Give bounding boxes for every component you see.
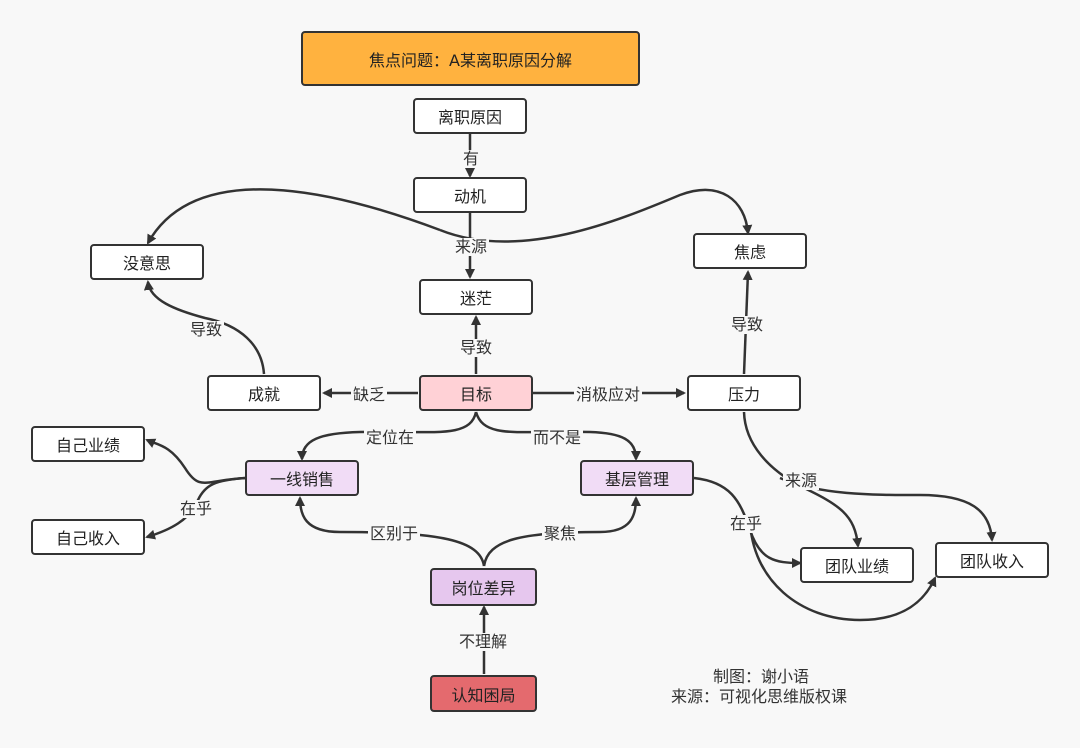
node-anxiety-label: 焦虑: [733, 243, 766, 262]
edge-role-sales: [295, 496, 486, 567]
node-confusion[interactable]: 迷茫: [419, 279, 533, 315]
focus-question-box: 焦点问题：A某离职原因分解: [301, 31, 640, 86]
edge-label-has: 有: [461, 149, 482, 168]
node-pressure-label: 压力: [727, 385, 760, 404]
node-own-performance[interactable]: 自己业绩: [31, 426, 145, 462]
edge-wave-left: [146, 188, 441, 245]
node-own-income-label: 自己收入: [55, 529, 120, 548]
edge-label-source-1: 来源: [453, 237, 490, 256]
node-grassroots-mgmt[interactable]: 基层管理: [580, 460, 694, 496]
edge-label-care-2: 在乎: [728, 514, 765, 533]
edge-label-positioned: 定位在: [364, 428, 417, 447]
node-achievement-label: 成就: [247, 385, 280, 404]
node-frontline-sales[interactable]: 一线销售: [245, 460, 359, 496]
edge-label-not-understand: 不理解: [457, 632, 510, 651]
node-no-meaning[interactable]: 没意思: [90, 244, 204, 280]
node-motive-label: 动机: [453, 187, 486, 206]
node-team-performance[interactable]: 团队业绩: [800, 547, 914, 583]
node-goal-label: 目标: [459, 385, 492, 404]
focus-question-text: 焦点问题：A某离职原因分解: [369, 50, 572, 70]
edge-label-leads-2: 导致: [458, 338, 495, 357]
edge-label-negative: 消极应对: [574, 385, 643, 404]
edge-label-leads-3: 导致: [729, 315, 766, 334]
node-own-performance-label: 自己业绩: [55, 436, 120, 455]
node-grassroots-mgmt-label: 基层管理: [604, 470, 669, 489]
edge-label-leads-1: 导致: [188, 320, 225, 339]
edge-achievement-nomeaning: [143, 280, 266, 375]
edge-role-mgmt: [482, 496, 641, 567]
edge-label-not: 而不是: [531, 428, 584, 447]
edge-sales-ownperf: [145, 438, 247, 484]
node-team-income-label: 团队收入: [959, 552, 1024, 571]
node-team-performance-label: 团队业绩: [824, 557, 889, 576]
edge-label-focus: 聚焦: [542, 524, 579, 543]
node-anxiety[interactable]: 焦虑: [693, 233, 807, 269]
credit-source: 来源：可视化思维版权课: [671, 687, 848, 706]
edge-label-source-2: 来源: [783, 471, 820, 490]
node-own-income[interactable]: 自己收入: [31, 519, 145, 555]
node-team-income[interactable]: 团队收入: [935, 542, 1049, 578]
edge-mgmt-teamincome: [748, 519, 937, 622]
node-pressure[interactable]: 压力: [687, 375, 801, 411]
node-goal[interactable]: 目标: [419, 375, 533, 411]
edge-label-lacks: 缺乏: [351, 385, 388, 404]
node-cognitive-dilemma[interactable]: 认知困局: [430, 675, 537, 712]
node-cognitive-dilemma-label: 认知困局: [451, 685, 516, 705]
edge-label-differ: 区别于: [368, 524, 421, 543]
edge-label-care-1: 在乎: [178, 499, 215, 518]
node-frontline-sales-label: 一线销售: [269, 470, 334, 489]
node-role-difference[interactable]: 岗位差异: [430, 568, 537, 606]
node-no-meaning-label: 没意思: [122, 254, 171, 273]
node-achievement[interactable]: 成就: [207, 375, 321, 411]
node-confusion-label: 迷茫: [459, 289, 492, 308]
credit-drawing: 制图：谢小语: [713, 667, 810, 686]
node-reason[interactable]: 离职原因: [413, 98, 527, 134]
node-role-difference-label: 岗位差异: [451, 579, 516, 598]
node-reason-label: 离职原因: [437, 108, 502, 127]
edge-wave-right: [439, 188, 753, 243]
node-motive[interactable]: 动机: [413, 177, 527, 213]
